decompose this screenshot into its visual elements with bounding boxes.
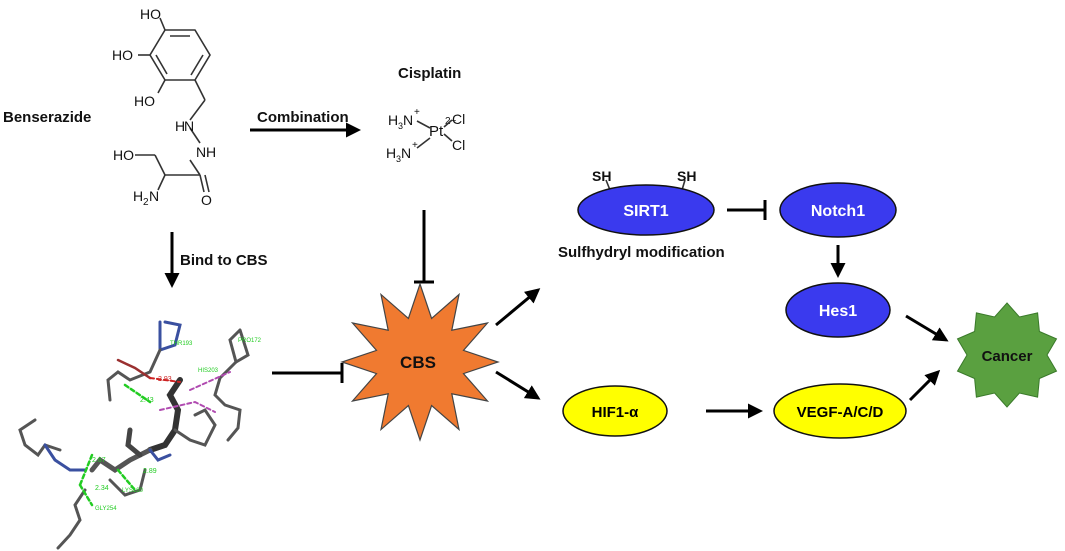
cisplatin-cl-bottom: Cl <box>452 137 465 153</box>
cisplatin-h3n-b-n: N <box>401 145 411 161</box>
vegf-label: VEGF-A/C/D <box>797 404 884 421</box>
sirt1-node: SH SH SIRT1 <box>577 168 715 236</box>
sh-right: SH <box>677 168 696 184</box>
benserazide-structure: HO HO HO H N N H HO H 2 N O <box>112 6 216 208</box>
cisplatin-pt: Pt <box>429 123 444 140</box>
hif1a-label: HIF1-α <box>592 404 640 421</box>
cbs-to-sirt1-arrow <box>495 288 541 327</box>
cisplatin-h3n-a-h: H <box>388 112 398 128</box>
hif1a-ellipse <box>562 385 668 437</box>
benserazide-h2n-sub: 2 <box>143 197 149 208</box>
benserazide-ho-top: HO <box>140 6 161 22</box>
hes1-to-cancer-arrow <box>905 314 949 342</box>
docking-his203: HIS203 <box>198 368 219 374</box>
benserazide-nh1-n: N <box>184 118 194 134</box>
cisplatin-cl-top: Cl <box>452 111 465 127</box>
docking-gly254: GLY254 <box>95 506 117 512</box>
hes1-label: Hes1 <box>819 303 857 320</box>
benserazide-ho-bottom: HO <box>134 93 155 109</box>
cisplatin-h3n-a-sub: 3 <box>398 121 403 131</box>
sulfhydryl-label: Sulfhydryl modification <box>558 244 725 261</box>
docking-pro172: PRO172 <box>238 338 262 344</box>
sh-left: SH <box>592 168 611 184</box>
cisplatin-h3n-b-sub: 3 <box>396 154 401 164</box>
vegf-ellipse <box>773 383 907 439</box>
cbs-star <box>340 282 500 442</box>
cancer-star <box>956 302 1058 408</box>
cisplatin-h3n-b-h: H <box>386 145 396 161</box>
hes1-ellipse <box>785 282 891 338</box>
hif1a-node: HIF1-α <box>562 385 668 437</box>
benserazide-nh1-h: H <box>175 118 185 134</box>
vegf-to-cancer-arrow <box>908 369 941 402</box>
cbs-label: CBS <box>400 353 436 372</box>
cisplatin-plus-a: + <box>414 107 420 118</box>
benserazide-nh2-h: H <box>206 144 216 160</box>
cisplatin-plus-b: + <box>412 140 418 151</box>
cbs-node: CBS <box>340 282 500 442</box>
cisplatin-structure: H 3 N + Pt 2− Cl Cl H 3 N + <box>386 107 465 164</box>
docking-d289: 2.89 <box>143 468 157 475</box>
cancer-label: Cancer <box>982 348 1033 365</box>
docking-d243: 2.43 <box>140 397 154 404</box>
notch1-node: Notch1 <box>779 182 897 238</box>
combination-label: Combination <box>257 109 349 126</box>
cisplatin-h3n-a-n: N <box>403 112 413 128</box>
sirt1-ellipse <box>577 184 715 236</box>
benserazide-h2n-h: H <box>133 188 143 204</box>
bind-to-cbs-label: Bind to CBS <box>180 252 268 269</box>
docking-lys180: LYS180 <box>122 488 144 494</box>
cisplatin-label: Cisplatin <box>398 65 461 82</box>
benserazide-label: Benserazide <box>3 109 91 126</box>
vegf-node: VEGF-A/C/D <box>773 383 907 439</box>
docking-thr193: THR193 <box>170 341 193 347</box>
hes1-node: Hes1 <box>785 282 891 338</box>
notch1-ellipse <box>779 182 897 238</box>
docking-d267: 2.67 <box>92 457 106 464</box>
benserazide-ho-middle: HO <box>112 47 133 63</box>
docking-d234: 2.34 <box>95 485 109 492</box>
docking-d293: 2.93 <box>158 376 172 383</box>
docking-image: THR193 PRO172 HIS203 2.93 2.43 2.67 2.89… <box>18 320 262 550</box>
cancer-node: Cancer <box>956 302 1058 408</box>
benserazide-ho-side: HO <box>113 147 134 163</box>
benserazide-h2n-n: N <box>149 188 159 204</box>
benserazide-nh2-n: N <box>196 144 206 160</box>
benserazide-carbonyl-o: O <box>201 192 212 208</box>
sirt1-label: SIRT1 <box>623 203 668 220</box>
cbs-to-hif1a-arrow <box>495 370 541 400</box>
notch1-label: Notch1 <box>811 203 865 220</box>
